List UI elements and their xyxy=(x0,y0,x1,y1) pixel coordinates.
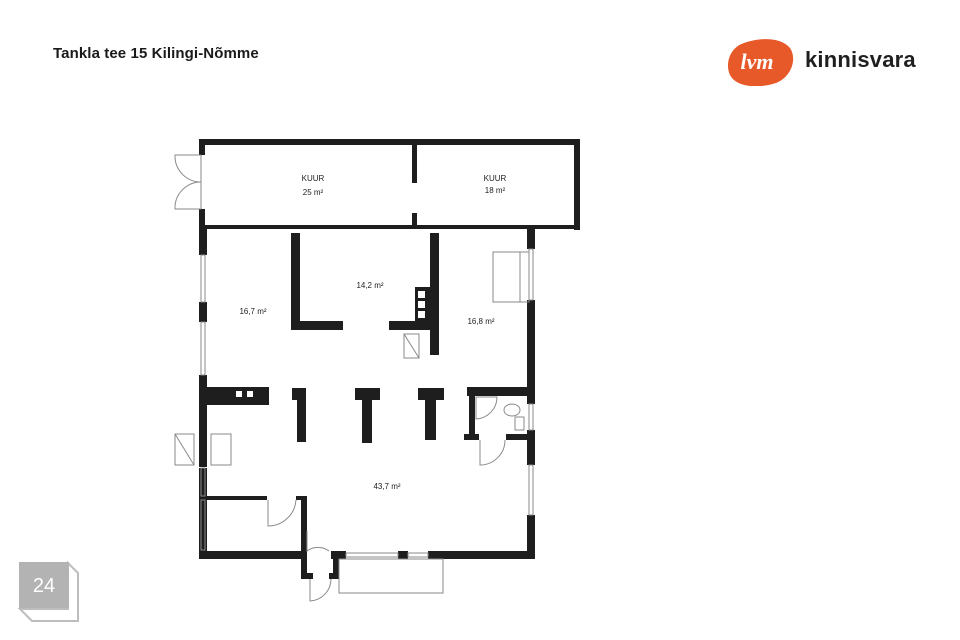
page-title: Tankla tee 15 Kilingi-Nõmme xyxy=(53,45,259,62)
page-badge-icon xyxy=(18,561,79,622)
room-right-area: 16,8 m² xyxy=(467,317,494,326)
page-number: 24 xyxy=(32,575,56,597)
brand-logo: lvm kinnisvara xyxy=(724,38,924,86)
stove-squares xyxy=(236,291,425,397)
lvm-logo-icon: lvm xyxy=(728,39,794,86)
room-labels: KUUR 25 m² KUUR 18 m² 16,7 m² 14,2 m² 16… xyxy=(239,174,506,491)
shed-1-area: 25 m² xyxy=(303,188,324,197)
logo-brand-text: kinnisvara xyxy=(805,47,916,72)
shed-2-area: 18 m² xyxy=(485,186,506,195)
walls xyxy=(199,139,580,579)
shed-1-name: KUUR xyxy=(302,174,325,183)
room-left-area: 16,7 m² xyxy=(239,307,266,316)
living-area: 43,7 m² xyxy=(373,482,400,491)
shed-2-name: KUUR xyxy=(484,174,507,183)
room-middle-area: 14,2 m² xyxy=(356,281,383,290)
fixtures-outlines xyxy=(174,154,534,602)
logo-mark-text: lvm xyxy=(741,49,774,74)
